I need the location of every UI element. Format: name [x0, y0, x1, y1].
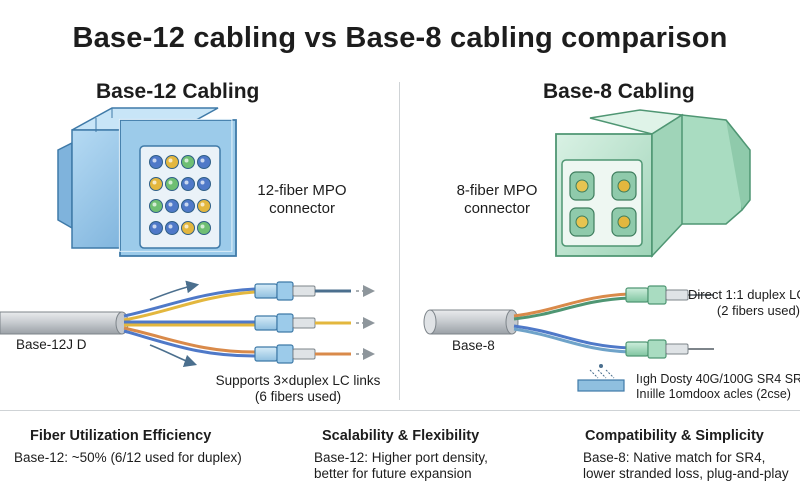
fiber-end-dot: [197, 199, 211, 213]
fiber-end-dot: [149, 155, 163, 169]
fiber-end-highlight: [200, 202, 205, 207]
base12-flow-arrows: [149, 280, 200, 368]
fiber-end-dot: [165, 177, 179, 191]
fiber-end-dot: [165, 221, 179, 235]
base8-trunk-cable: [423, 309, 519, 335]
footer-title-utilization: Fiber Utilization Efficiency: [30, 428, 212, 444]
base8-cable-label: Base-8: [452, 338, 495, 353]
base8-fibers: [513, 292, 631, 354]
base8-link-label: Direct 1:1 duplex LC: [688, 287, 800, 302]
base12-output-arrows: [356, 285, 375, 360]
fiber-end-dot: [165, 155, 179, 169]
base8-mpo-connector: [555, 109, 751, 258]
base8-connector-label: 8-fiber MPO connector: [456, 182, 538, 217]
fiber-end-dot: [197, 221, 211, 235]
fiber-end-highlight: [152, 224, 157, 229]
sr4-legend-line2: Inıille 1omdoox acles (2cse): [636, 387, 791, 401]
fiber-end-dot: [181, 155, 195, 169]
fiber-end-highlight: [184, 224, 189, 229]
footer-text-scalability: Base-12: Higher port density, better for…: [314, 450, 488, 481]
fiber-end-dot: [181, 221, 195, 235]
base12-breakout-fibers: [123, 287, 256, 358]
footer-text-compatibility: Base-8: Native match for SR4, lower stra…: [583, 450, 789, 481]
fiber-end-highlight: [152, 202, 157, 207]
base12-trunk-cable: [0, 311, 129, 335]
fiber-end-dot: [149, 199, 163, 213]
fiber-end-highlight: [200, 158, 205, 163]
base8-link-sub: (2 fibers used): [716, 303, 800, 318]
base8-panel-title: Base-8 Cabling: [543, 80, 695, 103]
fiber-core: [617, 215, 631, 229]
base12-cable-label: Base-12J D: [16, 337, 87, 352]
fiber-end-highlight: [184, 158, 189, 163]
fiber-end-dot: [181, 177, 195, 191]
fiber-end-highlight: [168, 180, 173, 185]
panel-divider: [399, 82, 400, 400]
base12-panel-title: Base-12 Cabling: [96, 80, 260, 103]
fiber-end-highlight: [200, 180, 205, 185]
base12-links-sub: (6 fibers used): [254, 389, 342, 404]
page-title: Base-12 cabling vs Base-8 cabling compar…: [72, 22, 728, 54]
base12-links-label: Supports 3×duplex LC links: [215, 373, 381, 388]
fiber-core: [575, 179, 589, 193]
fiber-end-highlight: [168, 224, 173, 229]
fiber-end-highlight: [168, 202, 173, 207]
fiber-end-dot: [197, 155, 211, 169]
fiber-end-dot: [197, 177, 211, 191]
base8-lc-connectors: [625, 285, 714, 359]
fiber-core: [617, 179, 631, 193]
base12-lc-connectors: [254, 281, 351, 364]
fiber-end-dot: [181, 199, 195, 213]
fiber-end-highlight: [184, 202, 189, 207]
fiber-end-highlight: [168, 158, 173, 163]
footer-title-scalability: Scalability & Flexibility: [322, 428, 480, 444]
base12-connector-label: 12-fiber MPO connector: [257, 182, 347, 217]
fiber-end-dot: [149, 177, 163, 191]
footer-text-utilization: Base-12: ~50% (6/12 used for duplex): [14, 450, 242, 465]
footer-divider: [0, 410, 800, 411]
fiber-end-highlight: [200, 224, 205, 229]
base12-mpo-connector: [57, 107, 237, 257]
footer-title-compatibility: Compatibility & Simplicity: [585, 428, 764, 444]
fiber-core: [575, 215, 589, 229]
sr4-legend-line1: Iıgh Dosty 40G/100G SR4 SR: [636, 372, 800, 386]
fiber-end-highlight: [152, 180, 157, 185]
sr4-legend-icon: [577, 364, 625, 392]
fiber-end-dot: [165, 199, 179, 213]
fiber-end-dot: [149, 221, 163, 235]
fiber-end-highlight: [184, 180, 189, 185]
fiber-end-highlight: [152, 158, 157, 163]
